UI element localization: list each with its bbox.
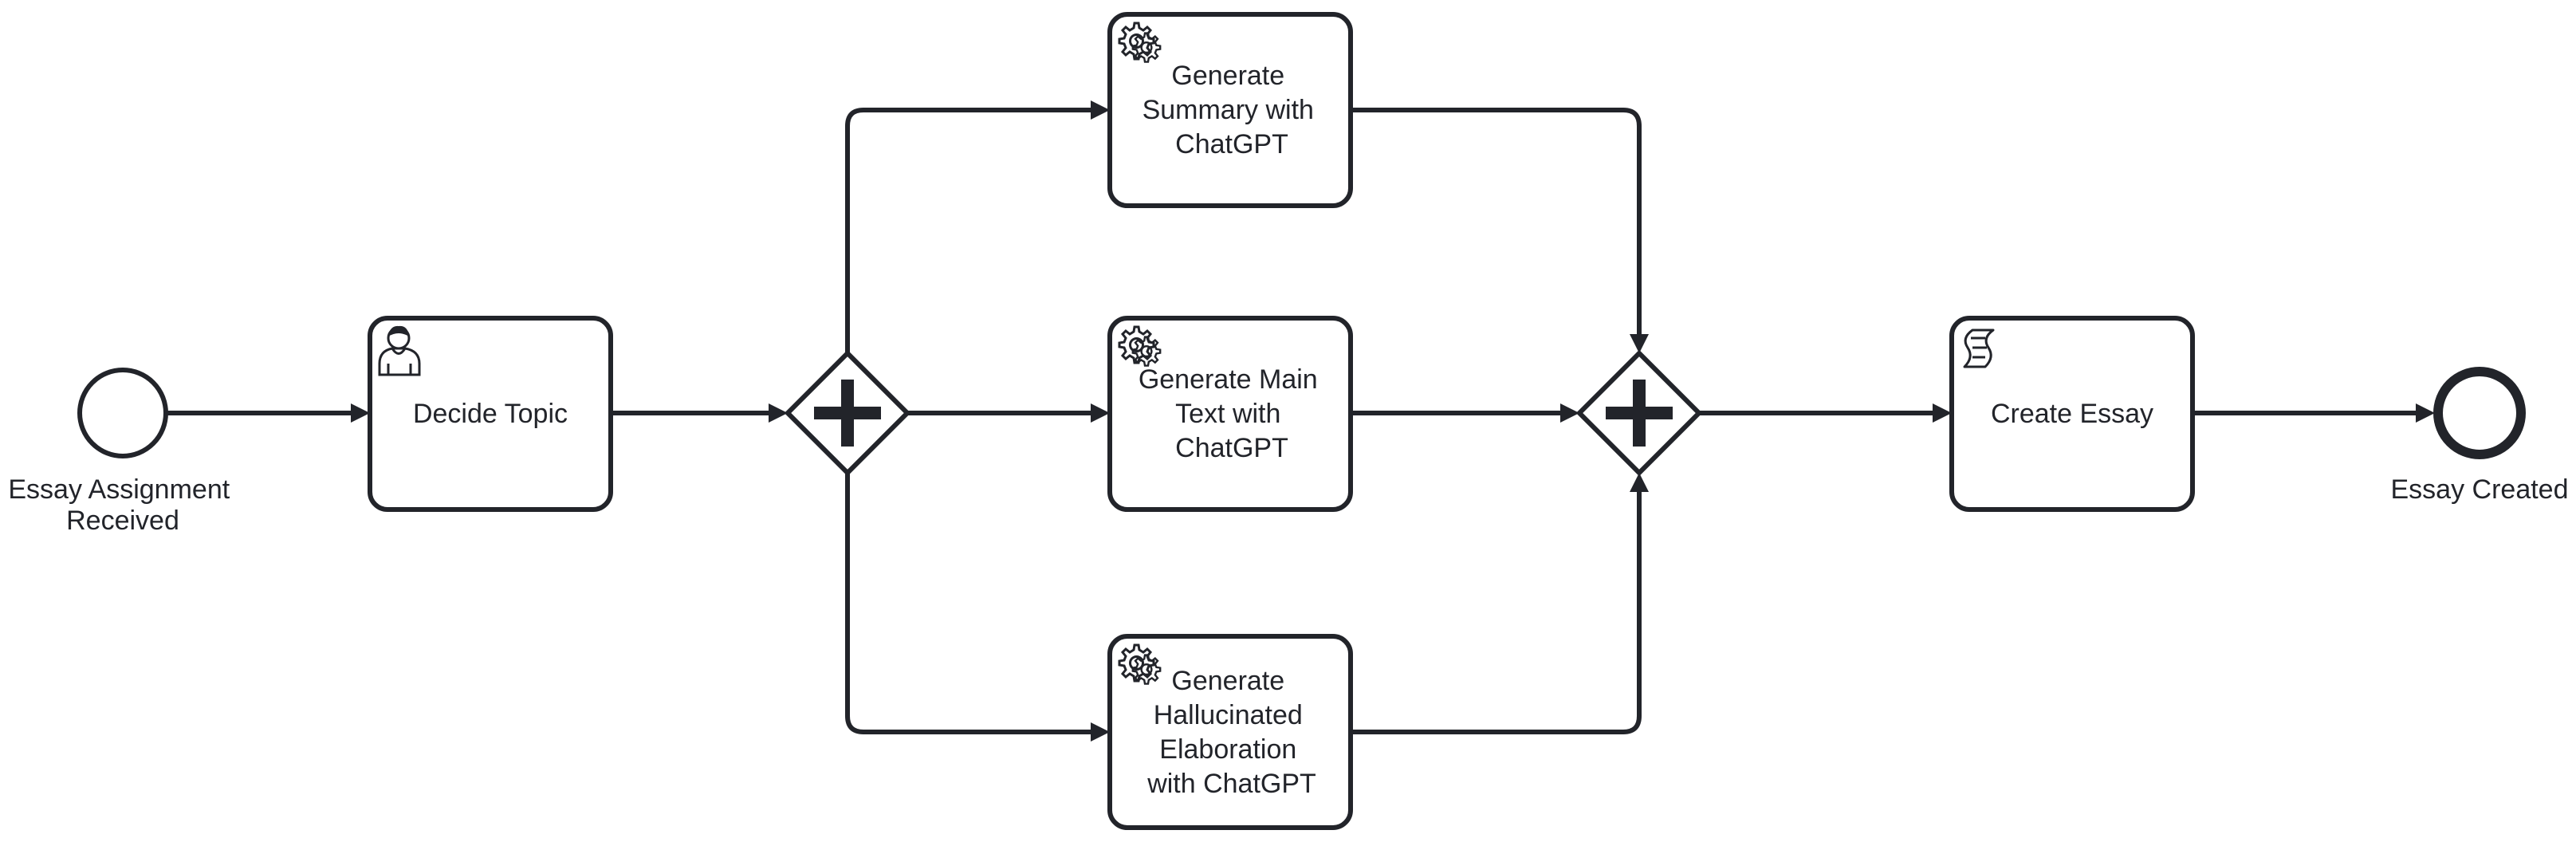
arrowhead <box>1630 473 1649 492</box>
task-label: Generate Summary with ChatGPT <box>1142 61 1322 159</box>
flow-split-to-summary[interactable] <box>845 108 1097 353</box>
start-event-label-line: Essay Assignment <box>8 474 230 505</box>
start-event-label-line: Received <box>66 506 179 536</box>
task-label-line: Elaboration <box>1159 734 1296 765</box>
task-label-line: with ChatGPT <box>1146 769 1316 799</box>
plus-icon <box>814 380 881 447</box>
task-label: Generate Hallucinated Elaboration with C… <box>1146 666 1316 799</box>
arrowhead <box>1630 334 1649 353</box>
task-label-line: Generate Main <box>1139 364 1318 395</box>
task-label-line: Create Essay <box>1991 399 2153 429</box>
start-event-label: Essay Assignment Received <box>8 474 237 536</box>
arrowhead <box>2416 403 2435 423</box>
end-event-label: Essay Created <box>2391 474 2569 505</box>
task-label-line: Text with <box>1175 399 1280 429</box>
flow-split-to-halluc[interactable] <box>845 473 1097 734</box>
task-label: Create Essay <box>1991 399 2153 429</box>
flow-summary-to-join[interactable] <box>1351 108 1642 340</box>
plus-icon <box>1606 380 1673 447</box>
arrowhead <box>1560 403 1579 423</box>
task-generate-hallucinated-elaboration[interactable]: Generate Hallucinated Elaboration with C… <box>1107 634 1353 830</box>
task-label-line: Summary with <box>1142 95 1314 125</box>
arrowhead <box>1091 722 1110 742</box>
task-label-line: Decide Topic <box>413 399 568 429</box>
arrowhead <box>1933 403 1952 423</box>
start-event[interactable] <box>77 368 168 458</box>
parallel-gateway-join[interactable] <box>1575 349 1703 477</box>
arrowhead <box>351 403 370 423</box>
task-label: Decide Topic <box>413 399 568 429</box>
flow-halluc-to-join[interactable] <box>1351 486 1642 734</box>
task-label-line: ChatGPT <box>1175 433 1288 463</box>
task-label-line: Hallucinated <box>1154 700 1303 730</box>
task-label-line: Generate <box>1171 666 1284 696</box>
script-icon <box>1963 329 1995 368</box>
arrowhead <box>1091 100 1110 120</box>
task-generate-summary[interactable]: Generate Summary with ChatGPT <box>1107 12 1353 208</box>
task-label-line: ChatGPT <box>1175 129 1288 159</box>
task-generate-main-text[interactable]: Generate Main Text with ChatGPT <box>1107 316 1353 512</box>
task-decide-topic[interactable]: Decide Topic <box>368 316 613 512</box>
task-label: Generate Main Text with ChatGPT <box>1139 364 1325 463</box>
task-create-essay[interactable]: Create Essay <box>1949 316 2195 512</box>
sequence-flows <box>167 100 2435 742</box>
arrowhead <box>1091 403 1110 423</box>
arrowhead <box>769 403 788 423</box>
end-event[interactable] <box>2433 367 2526 459</box>
end-event-label-line: Essay Created <box>2391 474 2569 505</box>
task-label-line: Generate <box>1171 61 1284 91</box>
user-icon <box>378 325 421 376</box>
parallel-gateway-split[interactable] <box>784 349 911 477</box>
